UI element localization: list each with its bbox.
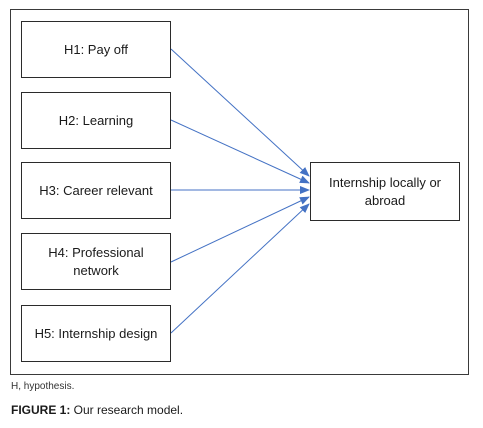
figure-caption: FIGURE 1: Our research model.: [11, 403, 183, 417]
hypothesis-box-h3: H3: Career relevant: [21, 162, 171, 219]
hypothesis-label-h2: H2: Learning: [58, 112, 134, 128]
hypothesis-label-h5: H5: Internship design: [34, 325, 158, 341]
hypothesis-box-h5: H5: Internship design: [21, 305, 171, 362]
figure-frame: [10, 9, 469, 375]
hypothesis-label-h1: H1: Pay off: [63, 41, 129, 57]
outcome-label: Internship locally or abroad: [329, 174, 441, 208]
figure-caption-label: FIGURE 1:: [11, 403, 71, 417]
figure-caption-text: Our research model.: [70, 403, 184, 417]
hypothesis-box-h2: H2: Learning: [21, 92, 171, 149]
hypothesis-label-h3: H3: Career relevant: [39, 182, 153, 198]
hypothesis-box-h4: H4: Professional network: [21, 233, 171, 290]
footnote: H, hypothesis.: [11, 381, 75, 392]
hypothesis-box-h1: H1: Pay off: [21, 21, 171, 78]
outcome-box: Internship locally or abroad: [310, 162, 460, 221]
hypothesis-label-h4: H4: Professional network: [48, 244, 144, 278]
